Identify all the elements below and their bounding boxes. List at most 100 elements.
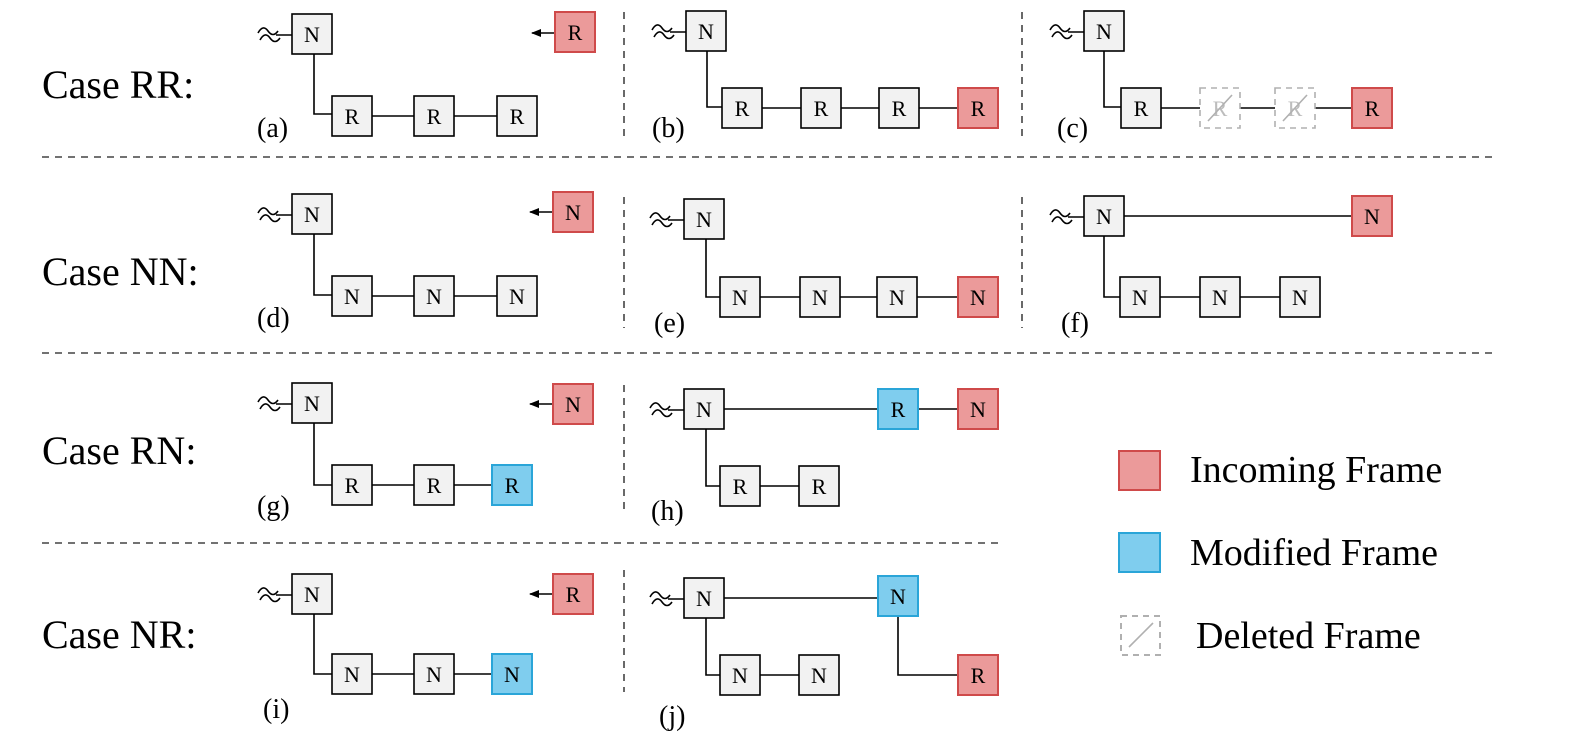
frame-type-label: R — [345, 104, 360, 129]
frame-type-label: N — [732, 285, 748, 310]
nonref-frame: N — [291, 13, 333, 55]
frame-link — [705, 239, 720, 298]
frame-type-label: R — [735, 96, 750, 121]
frame-type-label: N — [696, 397, 712, 422]
previous-frames-squiggle — [649, 402, 684, 418]
frame-type-label: N — [304, 582, 320, 607]
ref-frame: R — [413, 95, 455, 137]
previous-frames-squiggle — [257, 27, 292, 43]
legend-incoming-label: Incoming Frame — [1190, 449, 1442, 491]
frame-type-label: N — [304, 391, 320, 416]
ref-frame: R — [413, 464, 455, 506]
incoming-ref-frame: R — [957, 654, 999, 696]
frame-link — [1103, 51, 1121, 108]
frame-type-label: N — [304, 202, 320, 227]
modified-nonref-frame: N — [877, 575, 919, 617]
nonref-frame: N — [683, 388, 725, 430]
ref-frame: R — [331, 95, 373, 137]
frame-type-label: R — [427, 104, 442, 129]
frame-type-label: N — [1292, 285, 1308, 310]
frame-type-label: N — [565, 392, 581, 417]
frame-type-label: N — [426, 284, 442, 309]
ref-frame: R — [496, 95, 538, 137]
frame-type-label: N — [890, 584, 906, 609]
legend-incoming-swatch — [1118, 450, 1161, 491]
nonref-frame: N — [876, 276, 918, 318]
incoming-ref-frame: R — [1351, 87, 1393, 129]
ref-frame: R — [1120, 87, 1162, 129]
frame-link — [705, 429, 720, 487]
ref-frame: R — [800, 87, 842, 129]
frame-type-label: R — [566, 582, 581, 607]
frame-link — [313, 614, 332, 675]
nonref-frame: N — [683, 198, 725, 240]
nonref-frame: N — [719, 654, 761, 696]
frame-type-label: N — [889, 285, 905, 310]
deleted-ref-frame: R — [1199, 87, 1241, 129]
ref-frame: R — [721, 87, 763, 129]
frame-type-label: R — [568, 20, 583, 45]
legend-modified-swatch — [1118, 532, 1161, 573]
frame-type-label: N — [811, 663, 827, 688]
previous-frames-squiggle — [257, 587, 292, 603]
incoming-nonref-frame: N — [552, 191, 594, 233]
frame-type-label: N — [509, 284, 525, 309]
case-label-rr: Case RR: — [42, 62, 194, 107]
frame-type-label: N — [1212, 285, 1228, 310]
nonref-frame: N — [331, 653, 373, 695]
subfigure-label: (i) — [263, 694, 289, 725]
deleted-ref-frame: R — [1274, 87, 1316, 129]
legend-deleted-swatch — [1120, 615, 1161, 656]
frame-type-label: N — [304, 22, 320, 47]
incoming-nonref-frame: N — [957, 388, 999, 430]
frame-type-label: R — [510, 104, 525, 129]
previous-frames-squiggle — [1049, 24, 1084, 40]
case-label-nn: Case NN: — [42, 249, 199, 294]
frame-type-label: R — [892, 96, 907, 121]
frame-type-label: R — [733, 474, 748, 499]
deleted-mark — [1282, 94, 1308, 122]
deleted-mark — [1207, 94, 1233, 122]
modified-nonref-frame: N — [491, 653, 533, 695]
frame-type-label: R — [812, 474, 827, 499]
frame-link — [313, 423, 332, 486]
frame-type-label: N — [970, 285, 986, 310]
frame-type-label: R — [891, 397, 906, 422]
nonref-frame: N — [291, 193, 333, 235]
frame-type-label: N — [344, 284, 360, 309]
modified-ref-frame: R — [877, 388, 919, 430]
modified-ref-frame: R — [491, 464, 533, 506]
previous-frames-squiggle — [649, 591, 684, 607]
nonref-frame: N — [1119, 276, 1161, 318]
nonref-frame: N — [1083, 195, 1125, 237]
frame-type-label: N — [565, 200, 581, 225]
frame-type-label: N — [344, 662, 360, 687]
subfigure-label: (g) — [257, 491, 290, 522]
nonref-frame: N — [291, 382, 333, 424]
frame-type-label: N — [1096, 19, 1112, 44]
ref-frame: R — [331, 464, 373, 506]
subfigure-label: (b) — [652, 113, 685, 144]
frame-type-label: R — [971, 663, 986, 688]
previous-frames-squiggle — [257, 396, 292, 412]
frame-type-label: N — [970, 397, 986, 422]
frame-type-label: N — [1364, 204, 1380, 229]
nonref-frame: N — [685, 10, 727, 52]
ref-frame: R — [878, 87, 920, 129]
nonref-frame: N — [331, 275, 373, 317]
frame-link — [313, 234, 332, 296]
subfigure-label: (d) — [257, 303, 290, 334]
nonref-frame: N — [413, 653, 455, 695]
incoming-ref-frame: R — [554, 11, 596, 53]
previous-frames-squiggle — [1049, 209, 1084, 225]
frame-type-label: N — [732, 663, 748, 688]
case-label-rn: Case RN: — [42, 428, 196, 473]
frame-link — [897, 616, 958, 676]
subfigure-label: (f) — [1061, 308, 1089, 339]
nonref-frame: N — [1083, 10, 1125, 52]
frame-link — [705, 618, 720, 676]
previous-frames-squiggle — [651, 24, 686, 40]
incoming-nonref-frame: N — [552, 383, 594, 425]
subfigure-label: (e) — [654, 308, 685, 339]
